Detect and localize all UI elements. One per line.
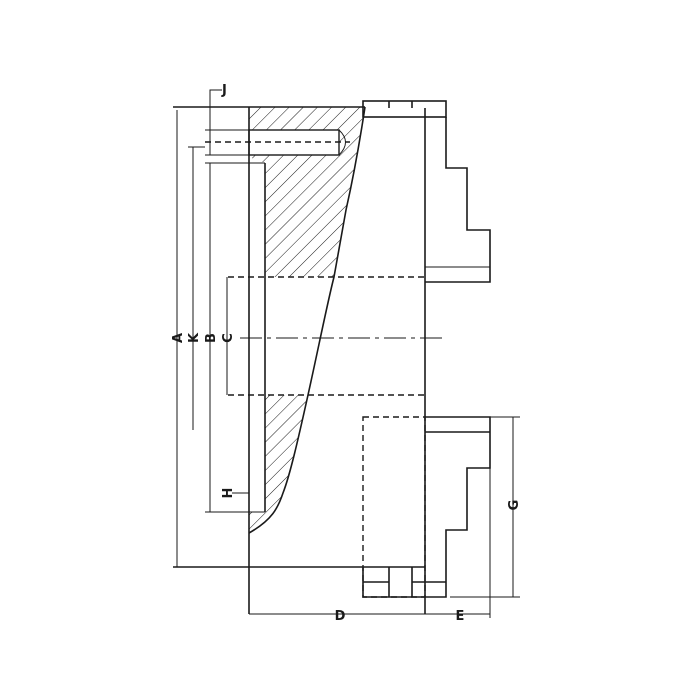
label-e: E: [456, 609, 465, 624]
label-g: G: [507, 500, 522, 511]
label-j: J: [221, 83, 227, 98]
dimensions: [176, 89, 520, 618]
lower-hatched-section: [249, 395, 308, 533]
upper-jaw: [362, 100, 491, 283]
label-d: D: [335, 609, 346, 624]
label-a: A: [171, 333, 186, 343]
label-k: K: [187, 332, 202, 343]
lower-jaw: [362, 416, 491, 598]
label-b: B: [204, 333, 219, 343]
label-c: C: [221, 333, 236, 343]
label-h: H: [221, 488, 236, 499]
